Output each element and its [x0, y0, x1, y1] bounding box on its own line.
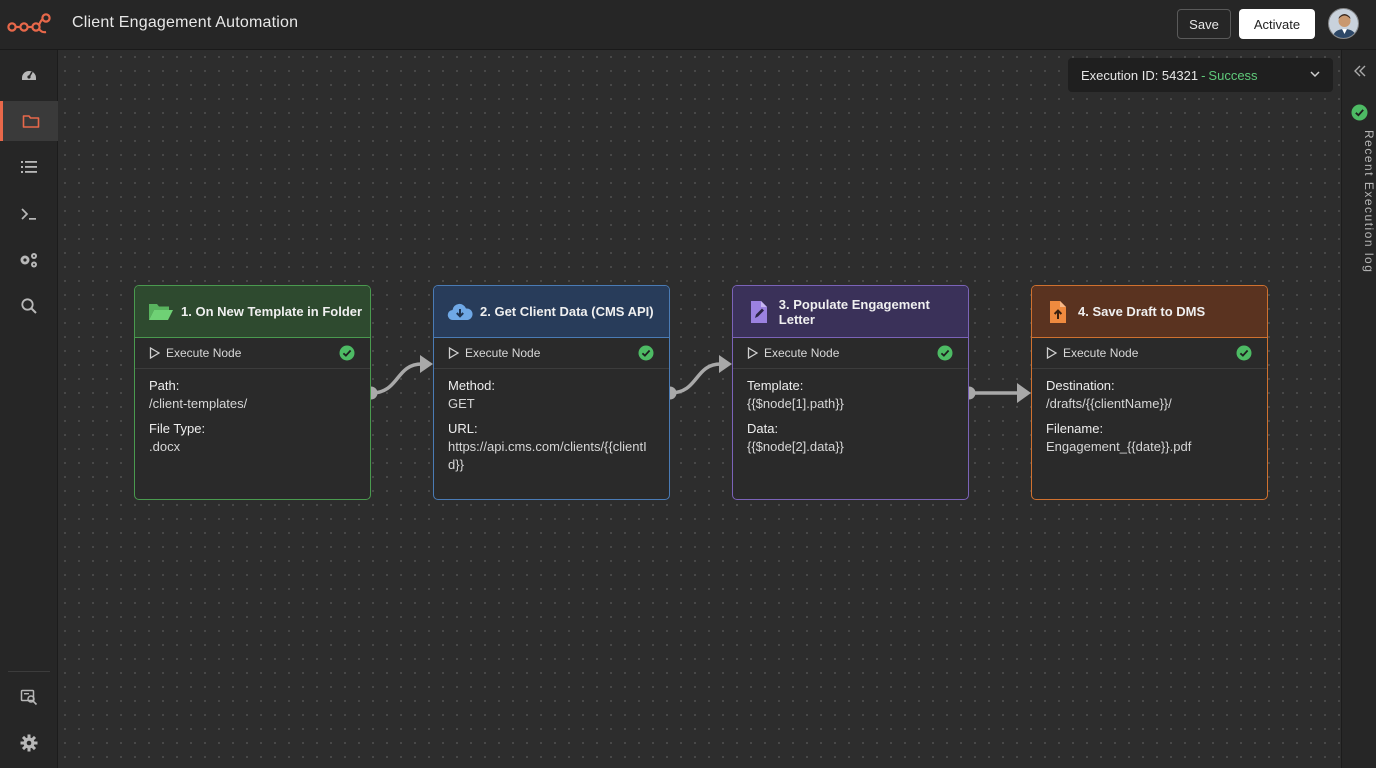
execute-node-button[interactable]: Execute Node: [135, 338, 370, 369]
execute-node-button[interactable]: Execute Node: [733, 338, 968, 369]
file-upload-icon: [1045, 300, 1071, 324]
node-parameters: Path: /client-templates/ File Type: .doc…: [135, 369, 370, 456]
success-check-icon: [1236, 345, 1252, 361]
sidebar-item-settings[interactable]: [0, 723, 58, 763]
folder-icon: [22, 115, 39, 128]
node-title: 3. Populate Engagement Letter: [778, 296, 930, 327]
execution-id: Execution ID: 54321: [1081, 67, 1199, 83]
sidebar-item-console[interactable]: [0, 194, 58, 234]
param-value: /drafts/{{clientName}}/: [1046, 396, 1172, 411]
node-parameters: Method: GET URL: https://api.cms.com/cli…: [434, 369, 669, 474]
param-value: /client-templates/: [149, 396, 248, 411]
list-icon: [21, 161, 37, 173]
execute-node-label: Execute Node: [1063, 346, 1139, 360]
recent-execution-log-label[interactable]: Recent Execution log: [1362, 130, 1376, 274]
top-bar: Client Engagement Automation Save Activa…: [0, 0, 1376, 50]
param-value: {{$node[2].data}}: [747, 439, 844, 454]
workflow-title[interactable]: Client Engagement Automation: [72, 14, 299, 31]
node-title: 4. Save Draft to DMS: [1078, 304, 1206, 319]
param-label: Destination:: [1046, 378, 1115, 393]
node-get-client-data[interactable]: 2. Get Client Data (CMS API) Execute Nod…: [433, 285, 670, 500]
execute-node-label: Execute Node: [166, 346, 242, 360]
node-parameters: Destination: /drafts/{{clientName}}/ Fil…: [1032, 369, 1267, 456]
sidebar-item-executions[interactable]: [0, 147, 58, 187]
search-icon: [21, 298, 37, 314]
execution-selector[interactable]: Execution ID: 54321 - Success: [1068, 58, 1333, 92]
execute-node-button[interactable]: Execute Node: [1032, 338, 1267, 369]
avatar[interactable]: [1328, 8, 1359, 39]
collapse-panel-icon[interactable]: [1351, 62, 1369, 80]
right-rail: Recent Execution log: [1341, 50, 1376, 768]
success-check-icon: [638, 345, 654, 361]
left-sidebar: [0, 50, 58, 768]
execute-node-button[interactable]: Execute Node: [434, 338, 669, 369]
param-value: Engagement_{{date}}.pdf: [1046, 439, 1192, 454]
sidebar-divider: [8, 671, 50, 672]
node-header[interactable]: 4. Save Draft to DMS: [1032, 286, 1267, 338]
success-check-icon: [339, 345, 355, 361]
node-parameters: Template: {{$node[1].path}} Data: {{$nod…: [733, 369, 968, 456]
play-icon: [149, 347, 160, 359]
terminal-icon: [21, 208, 36, 220]
param-value: .docx: [149, 439, 181, 454]
document-edit-icon: [746, 300, 772, 324]
execution-separator: -: [1201, 67, 1206, 83]
sidebar-item-variables[interactable]: [0, 677, 58, 717]
node-header[interactable]: 2. Get Client Data (CMS API): [434, 286, 669, 338]
param-label: Template:: [747, 378, 804, 393]
save-button[interactable]: Save: [1177, 9, 1231, 39]
sidebar-item-dashboard[interactable]: [0, 54, 58, 94]
sidebar-item-integrations[interactable]: [0, 240, 58, 280]
play-icon: [747, 347, 758, 359]
node-on-new-template[interactable]: 1. On New Template in Folder Execute Nod…: [134, 285, 371, 500]
node-header[interactable]: 1. On New Template in Folder: [135, 286, 370, 338]
dashboard-icon: [22, 71, 36, 80]
integrations-icon: [20, 253, 37, 268]
n8n-logo-icon[interactable]: [0, 0, 58, 50]
success-check-icon: [1351, 104, 1368, 121]
node-populate-engagement-letter[interactable]: 3. Populate Engagement Letter Execute No…: [732, 285, 969, 500]
sidebar-item-search[interactable]: [0, 286, 58, 326]
param-value: {{$node[1].path}}: [747, 396, 844, 411]
node-title: 2. Get Client Data (CMS API): [480, 304, 654, 319]
node-save-draft-to-dms[interactable]: 4. Save Draft to DMS Execute Node Destin…: [1031, 285, 1268, 500]
sidebar-item-workflows[interactable]: [0, 101, 58, 141]
param-label: File Type:: [149, 421, 206, 436]
node-title: 1. On New Template in Folder: [181, 304, 363, 319]
cloud-download-icon: [447, 300, 473, 324]
execute-node-label: Execute Node: [465, 346, 541, 360]
variables-icon: [20, 689, 38, 706]
play-icon: [448, 347, 459, 359]
param-label: Method:: [448, 378, 495, 393]
success-check-icon: [937, 345, 953, 361]
execution-status: Success: [1208, 67, 1258, 83]
execute-node-label: Execute Node: [764, 346, 840, 360]
play-icon: [1046, 347, 1057, 359]
param-label: URL:: [448, 421, 478, 436]
chevron-down-icon: [1310, 71, 1320, 78]
param-label: Path:: [149, 378, 180, 393]
settings-icon: [20, 734, 38, 752]
node-header[interactable]: 3. Populate Engagement Letter: [733, 286, 968, 338]
param-label: Filename:: [1046, 421, 1104, 436]
param-label: Data:: [747, 421, 779, 436]
param-value: https://api.cms.com/clients/{{clientId}}: [448, 439, 647, 472]
folder-open-icon: [148, 300, 174, 324]
activate-button[interactable]: Activate: [1239, 9, 1315, 39]
param-value: GET: [448, 396, 475, 411]
